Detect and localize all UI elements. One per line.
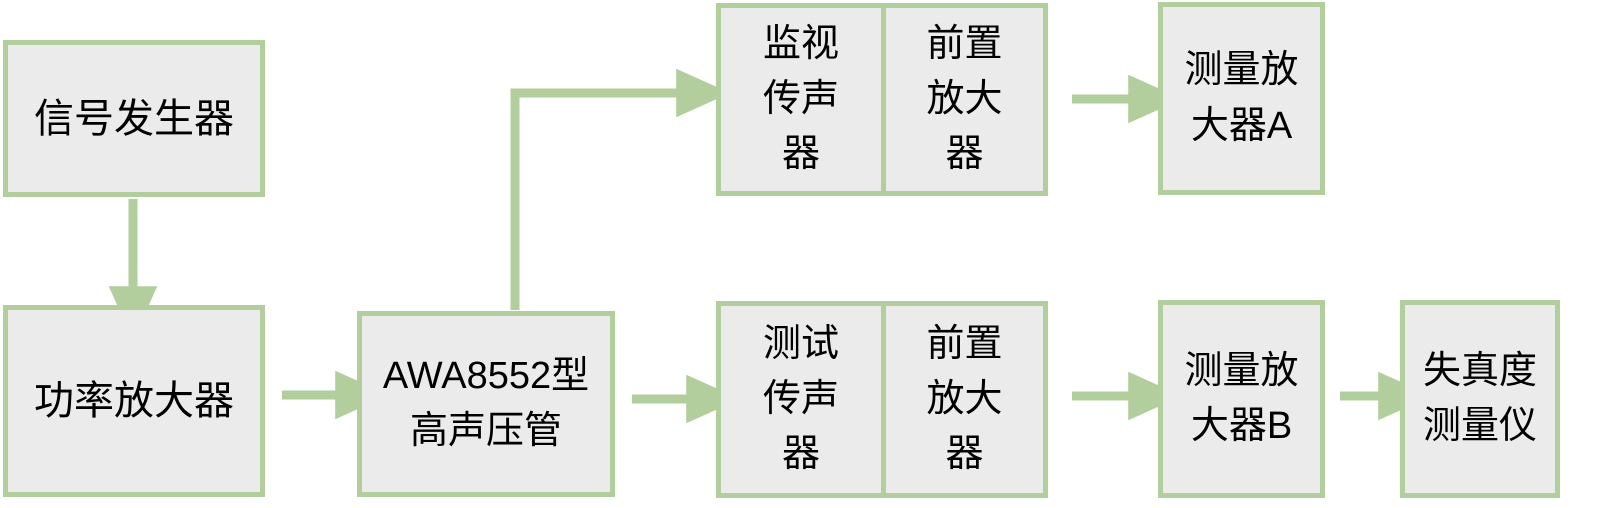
node-preamplifier-top[interactable]: 前置放大器 [881, 3, 1048, 196]
node-label-line: 测量放大器B [1184, 349, 1299, 447]
node-measuring-amplifier-b[interactable]: 测量放大器B [1158, 300, 1325, 498]
node-distortion-meter[interactable]: 失真度测量仪 [1400, 300, 1560, 498]
node-label-line: 高声压管 [409, 410, 562, 452]
node-label-line: 前置放大器 [926, 322, 1003, 476]
node-preamplifier-bottom[interactable]: 前置放大器 [881, 301, 1048, 498]
node-label-line: 测量放大器A [1184, 49, 1299, 147]
node-monitor-microphone[interactable]: 监视传声器 [716, 3, 886, 196]
node-power-amplifier[interactable]: 功率放大器 [3, 305, 265, 497]
edge-awa8552-to-monitor-microphone [510, 68, 731, 310]
node-measuring-amplifier-a[interactable]: 测量放大器A [1158, 2, 1325, 195]
node-label-line: 监视传声器 [762, 22, 839, 176]
node-label-line: 功率放大器 [34, 379, 234, 423]
node-label-line: 信号发生器 [34, 96, 234, 141]
node-awa8552-high-pressure-tube[interactable]: AWA8552型 高声压管 [357, 311, 615, 497]
node-label-line: AWA8552型 [382, 354, 590, 397]
node-label-line: 前置放大器 [926, 22, 1003, 176]
node-signal-generator[interactable]: 信号发生器 [3, 40, 265, 197]
node-label-line: 测试传声器 [762, 322, 839, 476]
node-label-line: 失真度测量仪 [1423, 349, 1538, 447]
node-test-microphone[interactable]: 测试传声器 [716, 301, 886, 498]
